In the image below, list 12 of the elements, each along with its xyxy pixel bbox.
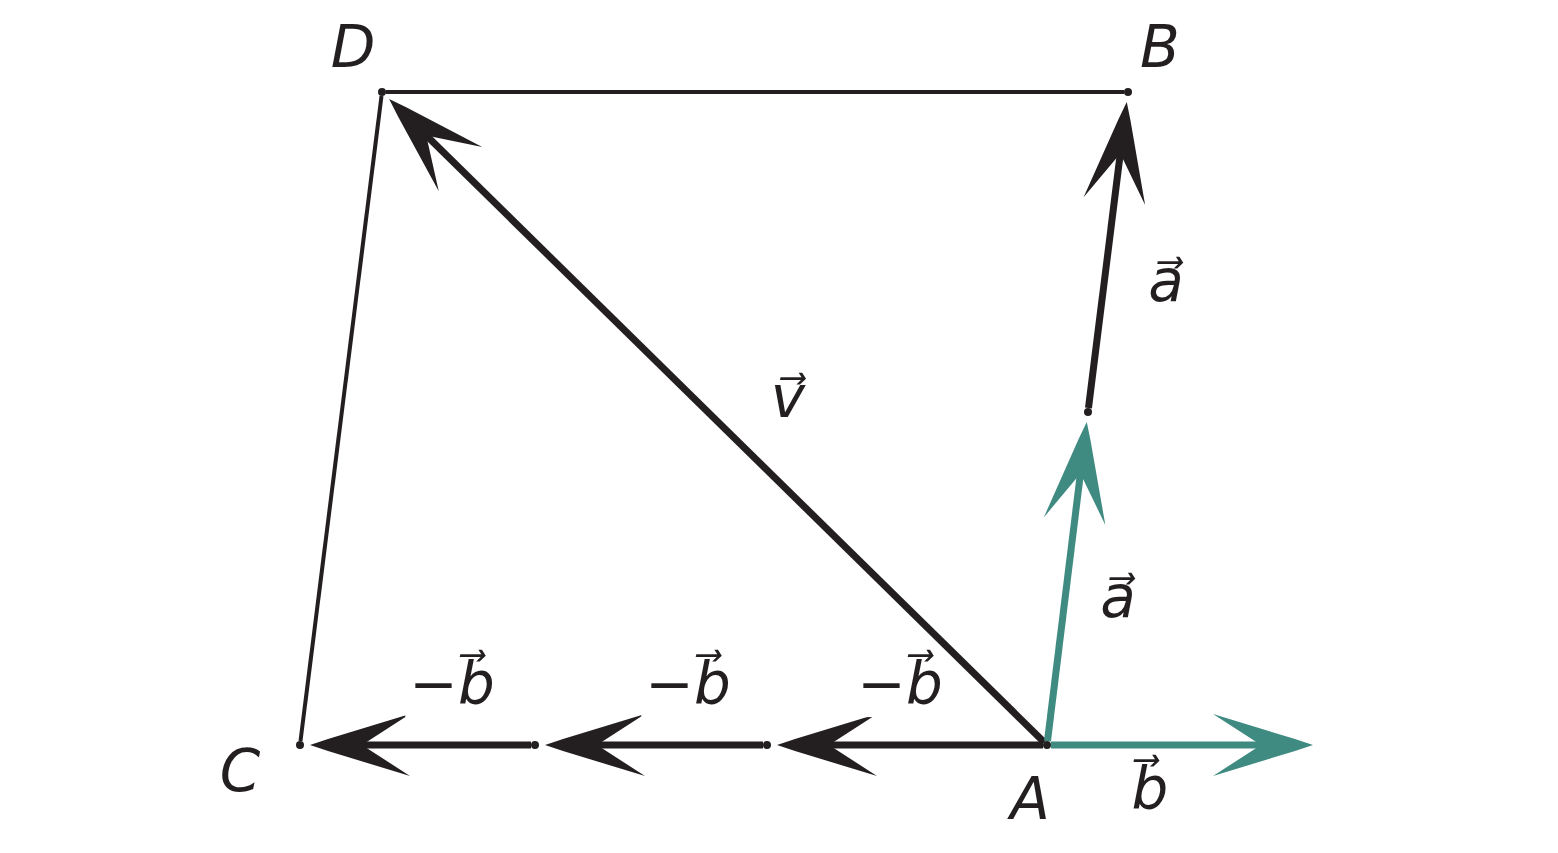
vertex-point [378,88,386,96]
point-label: B [1140,16,1180,80]
point-label: C [219,740,261,804]
side-line [386,90,1124,94]
side-line [298,95,384,742]
vertex-point [1043,741,1051,749]
vertex-point [1124,88,1132,96]
vertex-point [763,741,771,749]
vertex-point [531,741,539,749]
vertex-point [296,741,304,749]
vertex-point [1084,408,1092,416]
point-label: D [330,16,376,80]
